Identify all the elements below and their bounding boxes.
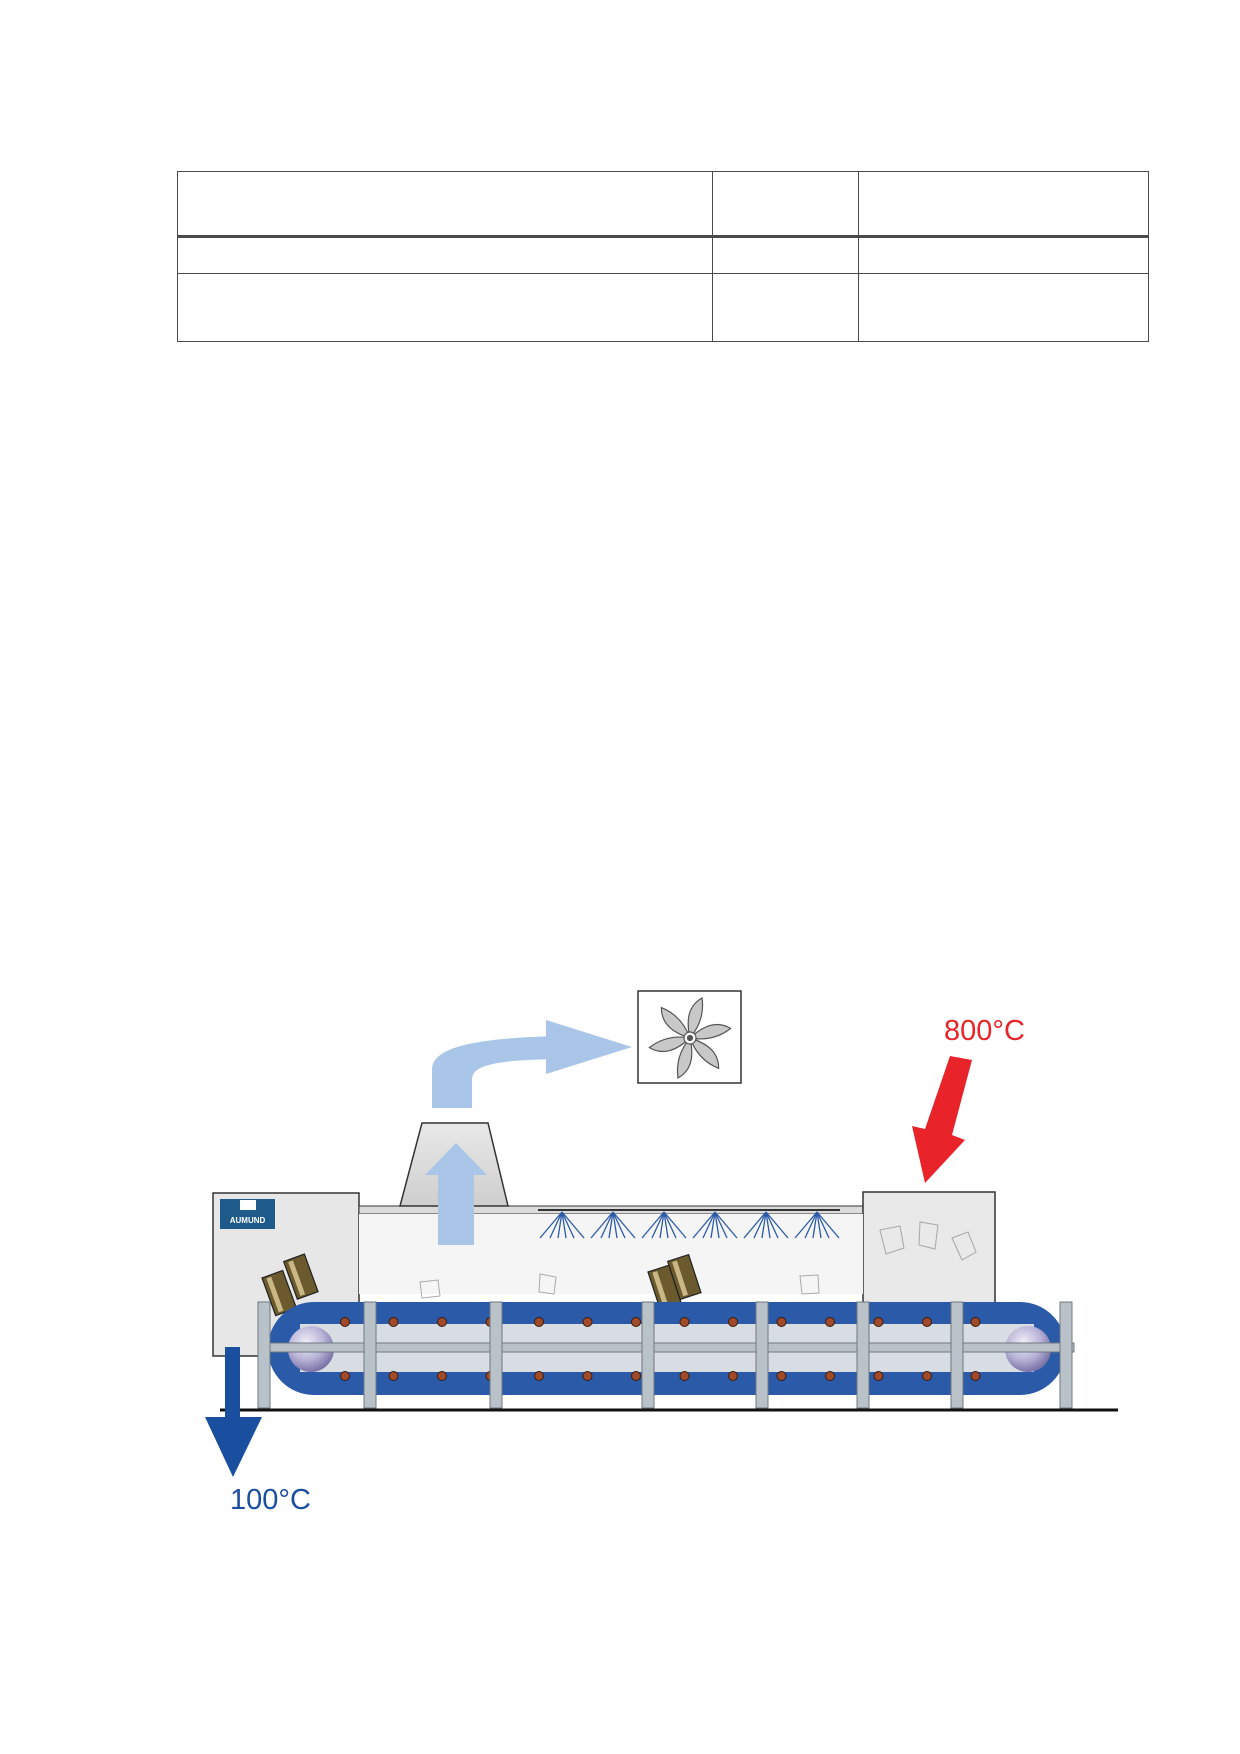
frame-leg: [856, 1301, 870, 1409]
table-row: [177, 236, 1149, 274]
frame-leg: [641, 1301, 655, 1409]
table-cell: [858, 236, 1149, 274]
table-cell: [712, 236, 859, 274]
outlet-temperature-label: 100°C: [230, 1484, 311, 1516]
hot-material-icon: [647, 1253, 702, 1311]
spray-nozzle-icon: [539, 1211, 585, 1239]
inlet-arrow: [912, 1056, 972, 1183]
hot-material-icon: [261, 1253, 319, 1317]
inlet-temperature-label: 800°C: [944, 1015, 1025, 1047]
outlet-arrow: [205, 1347, 262, 1477]
frame-leg: [1059, 1301, 1073, 1409]
fan-icon: [637, 990, 742, 1084]
spray-nozzle-icon: [692, 1211, 738, 1239]
specification-table-container: [177, 171, 1149, 342]
spray-nozzles: [538, 1209, 840, 1239]
spray-nozzle-icon: [641, 1211, 687, 1239]
table-header-row: [177, 171, 1149, 238]
frame-leg: [950, 1301, 964, 1409]
table-cell: [858, 273, 1149, 342]
table-cell: [177, 236, 713, 274]
frame-leg: [363, 1301, 377, 1409]
frame-leg: [755, 1301, 769, 1409]
table-cell: [177, 273, 713, 342]
cooling-conveyor-diagram: AUMUND: [205, 990, 1118, 1516]
spray-nozzle-icon: [794, 1211, 840, 1239]
frame-leg: [257, 1301, 271, 1409]
specification-table: [177, 171, 1149, 342]
manufacturer-logo: AUMUND: [220, 1199, 275, 1229]
hot-material: [261, 1253, 702, 1317]
logo-text: AUMUND: [230, 1216, 266, 1225]
air-flow-to-fan-arrow: [432, 1020, 632, 1108]
spray-nozzle-icon: [590, 1211, 636, 1239]
table-cell: [858, 171, 1149, 238]
table-cell: [177, 171, 713, 238]
table-cell: [712, 171, 859, 238]
table-row: [177, 273, 1149, 342]
frame-leg: [489, 1301, 503, 1409]
table-cell: [712, 273, 859, 342]
support-frame: [257, 1301, 1075, 1409]
spray-nozzle-icon: [743, 1211, 789, 1239]
air-flow-up-arrow: [425, 1143, 487, 1245]
